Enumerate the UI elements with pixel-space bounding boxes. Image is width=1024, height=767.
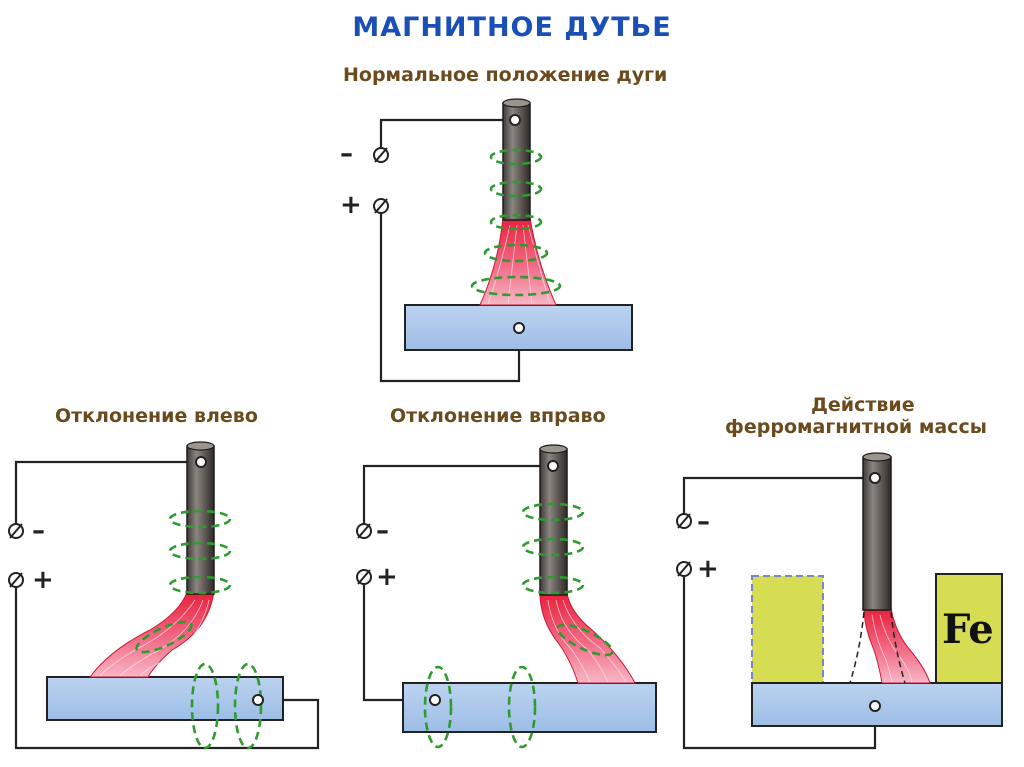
right-terminal-plus xyxy=(356,569,372,585)
ferro-normal-arc-outline xyxy=(849,611,906,684)
left-panel-label: Отклонение влево xyxy=(55,405,258,427)
left-electrode xyxy=(186,445,215,595)
normal-minus-sign: – xyxy=(340,139,353,169)
right-deflection-panel xyxy=(356,444,657,749)
ferro-arc xyxy=(863,607,931,684)
left-magnetic-field-rings xyxy=(135,509,263,750)
left-terminal-plus xyxy=(8,572,24,588)
right-terminal-minus xyxy=(356,523,372,539)
right-minus-sign: – xyxy=(376,516,389,546)
left-arc xyxy=(89,591,215,678)
left-wire-plus xyxy=(14,580,320,750)
left-minus-sign: – xyxy=(32,516,45,546)
left-wire-minus xyxy=(14,460,201,531)
right-workpiece-plate xyxy=(402,682,657,733)
normal-terminal-minus xyxy=(373,147,389,163)
fe-block-label: Fe xyxy=(942,606,994,653)
right-plus-sign: + xyxy=(376,562,398,592)
right-electrode xyxy=(539,448,568,596)
normal-magnetic-field-rings xyxy=(470,148,562,297)
ferro-dashed-block xyxy=(751,575,824,684)
ferro-plus-sign: + xyxy=(697,554,719,584)
right-wire-minus xyxy=(362,464,553,531)
right-magnetic-field-rings xyxy=(423,502,614,749)
page-title: МАГНИТНОЕ ДУТЬЕ xyxy=(352,12,672,43)
normal-terminal-plus xyxy=(373,198,389,214)
left-deflection-panel xyxy=(8,441,320,750)
normal-plus-sign: + xyxy=(340,190,362,220)
ferro-terminal-minus xyxy=(676,513,692,529)
normal-wire-minus xyxy=(379,118,515,155)
ferro-wire-minus xyxy=(682,476,875,521)
ferro-panel-label-line1: Действие xyxy=(811,394,915,416)
ferro-minus-sign: – xyxy=(697,507,710,537)
ferro-panel-label-line2: ферромагнитной массы xyxy=(725,416,987,438)
left-plus-sign: + xyxy=(32,565,54,595)
left-terminal-minus xyxy=(8,523,24,539)
fe-block xyxy=(935,573,1003,684)
ferro-terminal-plus xyxy=(676,561,692,577)
normal-panel-label: Нормальное положение дуги xyxy=(343,64,668,86)
right-panel-label: Отклонение вправо xyxy=(390,405,606,427)
ferro-panel xyxy=(676,452,1003,750)
right-wire-plus xyxy=(362,577,435,702)
left-workpiece-plate xyxy=(46,676,284,721)
normal-arc-panel xyxy=(373,98,633,383)
normal-wire-plus xyxy=(379,206,521,383)
